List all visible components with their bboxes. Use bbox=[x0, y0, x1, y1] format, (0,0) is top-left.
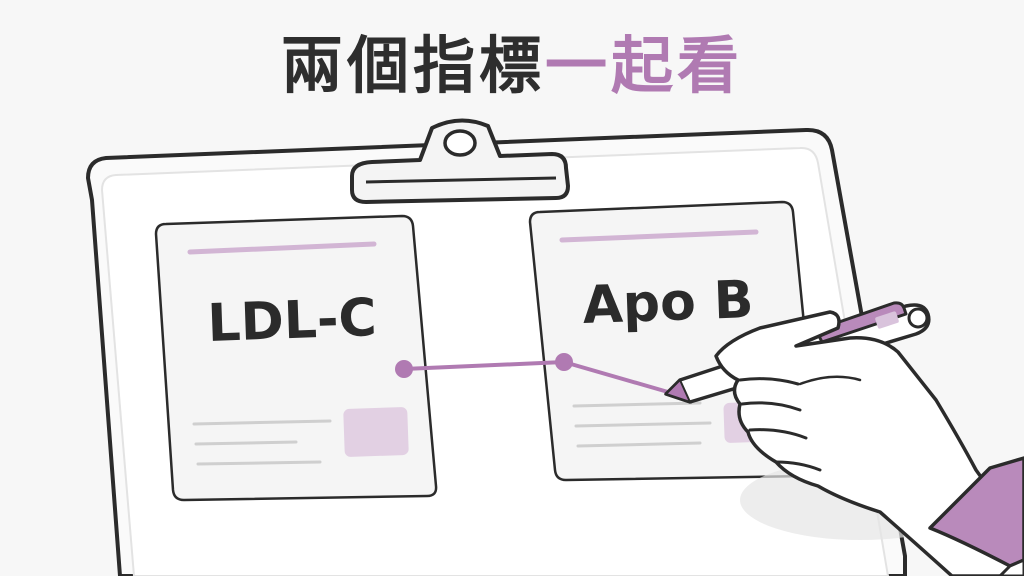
connector-dot-left bbox=[395, 360, 413, 378]
page-title: 兩個指標一起看 bbox=[0, 26, 1024, 106]
title-part-accent: 一起看 bbox=[545, 29, 744, 102]
title-part-dark: 兩個指標 bbox=[280, 29, 545, 102]
hand-illustration bbox=[714, 310, 1024, 576]
connector-dot-right bbox=[555, 353, 573, 371]
clip bbox=[350, 118, 570, 204]
card-apob-label: Apo B bbox=[582, 270, 755, 336]
card-ldl-label: LDL-C bbox=[206, 288, 377, 354]
connector-line bbox=[395, 353, 670, 394]
card-ldl: LDL-C bbox=[154, 214, 438, 502]
